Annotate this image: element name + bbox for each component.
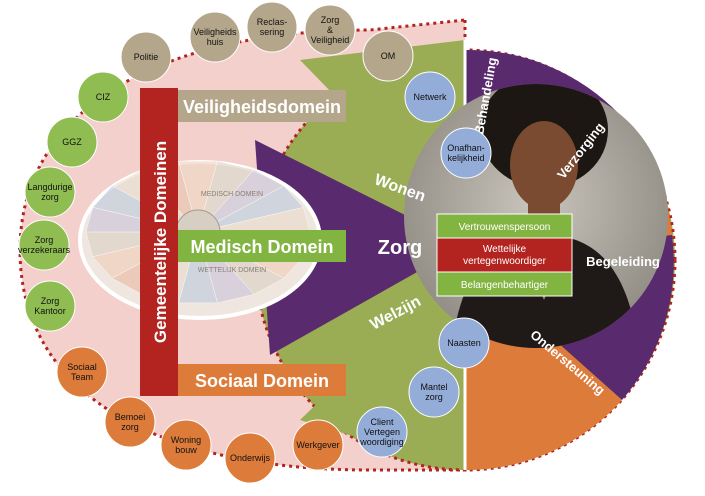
gemeentelijk-banner-label: Gemeentelijke Domeinen (151, 141, 170, 343)
node-label: GGZ (62, 137, 82, 147)
medisch-banner-label: Medisch Domein (190, 237, 333, 257)
node-circle (24, 166, 76, 218)
node-ggz: GGZ (46, 116, 98, 168)
node-onderwijs: Onderwijs (224, 432, 276, 484)
role-vertrouwenspersoon-label: Vertrouwenspersoon (459, 222, 551, 233)
begeleiding-label: Begeleiding (586, 254, 660, 269)
node-circle (120, 31, 172, 83)
node-circle (362, 30, 414, 82)
node-label: Onderwijs (230, 453, 271, 463)
node-ciz: CIZ (77, 71, 129, 123)
node-werkgever: Werkgever (292, 419, 344, 471)
node-circle (56, 346, 108, 398)
node-label: OM (381, 51, 396, 61)
node-circle (438, 317, 490, 369)
sociaal-banner (178, 364, 346, 396)
node-circle (46, 116, 98, 168)
node-reclas-sering: Reclas-sering (246, 1, 298, 53)
wedge-welzijn (300, 260, 465, 470)
node-circle (292, 419, 344, 471)
node-circle (224, 432, 276, 484)
node-circle (18, 219, 70, 271)
zorg-label: Zorg (378, 237, 422, 259)
node-label: Naasten (447, 338, 481, 348)
node-onafhan-kelijkheid: Onafhan-kelijkheid (440, 127, 492, 179)
inset-watermark-2: WETTELIJK DOMEIN (198, 267, 266, 274)
role-box-vertrouwenspersoon (436, 213, 573, 239)
node-naasten: Naasten (438, 317, 490, 369)
node-circle (440, 127, 492, 179)
inset-watermark-1: MEDISCH DOMEIN (201, 191, 263, 198)
node-circle (24, 280, 76, 332)
node-circle (246, 1, 298, 53)
node-label: Onafhan-kelijkheid (447, 143, 485, 163)
medisch-banner (178, 230, 346, 262)
node-om: OM (362, 30, 414, 82)
role-box-wettelijk (436, 237, 573, 273)
veiligheid-banner (178, 90, 346, 122)
veiligheid-banner-label: Veiligheidsdomein (183, 97, 341, 117)
node-circle (356, 406, 408, 458)
node-circle (408, 366, 460, 418)
node-circle (77, 71, 129, 123)
node-circle (160, 419, 212, 471)
sociaal-banner-label: Sociaal Domein (195, 371, 329, 391)
node-circle (104, 396, 156, 448)
node-label: Zorg&Veiligheid (311, 15, 350, 45)
node-netwerk: Netwerk (404, 71, 456, 123)
node-label: CIZ (96, 92, 111, 102)
node-circle (304, 4, 356, 56)
node-label: Werkgever (296, 440, 339, 450)
node-politie: Politie (120, 31, 172, 83)
node-label: Reclas-sering (257, 17, 288, 37)
gemeentelijk-banner (140, 88, 178, 396)
role-box-belangen (436, 271, 573, 297)
wedge-zorg (255, 140, 465, 355)
node-circle (404, 71, 456, 123)
node-circle (189, 11, 241, 63)
node-zorg-veiligheid: Zorg&Veiligheid (304, 4, 356, 56)
node-label: Netwerk (413, 92, 447, 102)
role-belangen-label: Belangenbehartiger (461, 280, 549, 291)
node-label: Politie (134, 52, 159, 62)
